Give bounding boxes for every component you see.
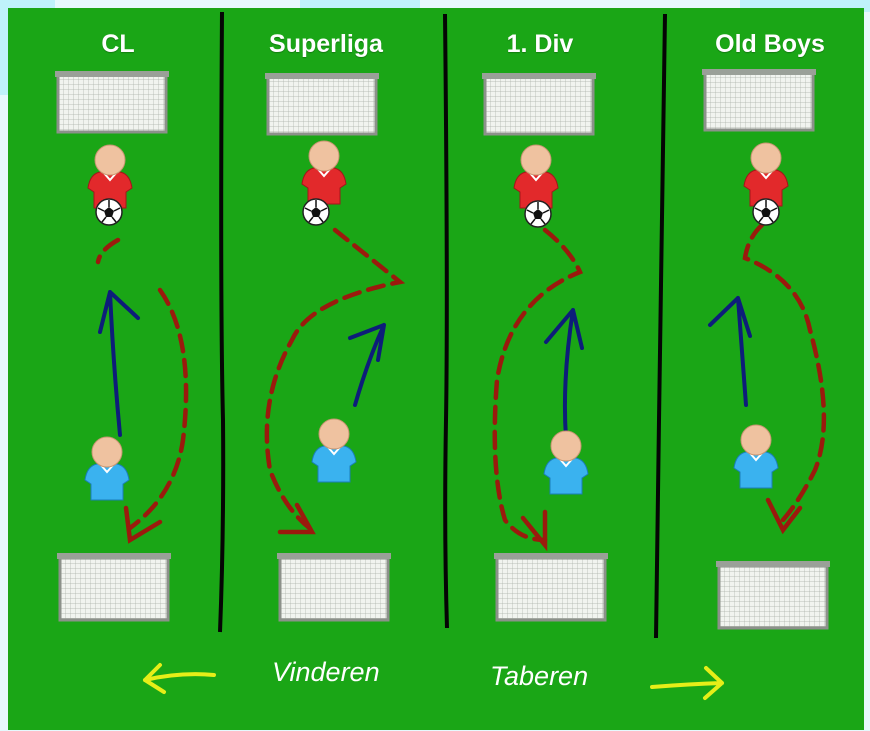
footer-label-winner: Vinderen	[272, 657, 380, 687]
goal-top	[700, 67, 818, 132]
pass-arrow	[98, 290, 140, 437]
goal-bottom	[492, 551, 610, 622]
run-arrowhead	[123, 505, 163, 544]
lane-title-1-div: 1. Div	[506, 30, 574, 58]
defender-player	[733, 424, 779, 489]
right-arrow-icon	[650, 666, 724, 700]
goal-top	[480, 71, 598, 136]
run-path	[492, 227, 584, 543]
goal-top	[263, 71, 381, 136]
pass-arrow	[348, 323, 386, 407]
defender-player	[84, 436, 130, 501]
run-arrowhead	[765, 497, 803, 535]
pass-arrow	[544, 308, 584, 440]
defender-player	[311, 418, 357, 483]
goal-top	[53, 69, 171, 134]
ball	[95, 198, 123, 226]
lane-divider	[443, 13, 449, 629]
pass-arrow	[708, 296, 752, 407]
ball	[302, 198, 330, 226]
footer-label-loser: Taberen	[490, 661, 589, 691]
run-arrowhead	[520, 509, 548, 552]
goal-bottom	[55, 551, 173, 622]
goal-bottom	[275, 551, 393, 622]
left-arrow-icon	[143, 663, 216, 694]
lane-title-superliga: Superliga	[269, 30, 383, 58]
lane-divider	[654, 13, 667, 639]
lane-title-old-boys: Old Boys	[715, 30, 825, 58]
ball	[524, 200, 552, 228]
run-path	[95, 237, 189, 531]
lane-title-cl: CL	[101, 30, 135, 58]
attacker-player	[743, 142, 789, 207]
attacker-player	[301, 140, 347, 205]
goal-bottom	[714, 559, 832, 630]
ball	[752, 198, 780, 226]
defender-player	[543, 430, 589, 495]
run-path	[264, 227, 406, 533]
run-arrowhead	[277, 502, 316, 535]
lane-divider	[218, 11, 226, 633]
run-path	[742, 222, 827, 523]
attacker-player	[513, 144, 559, 209]
